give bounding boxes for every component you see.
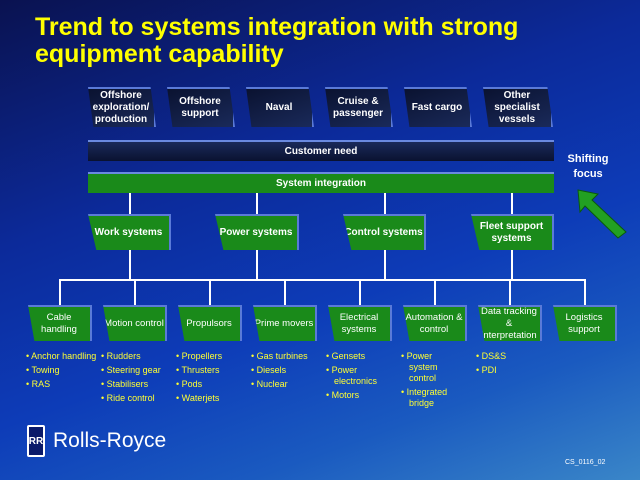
page-title: Trend to systems integration with strong… [35, 13, 519, 68]
list-item: Integrated bridge [401, 387, 461, 409]
slide-code: CS_0116_02 [565, 459, 606, 466]
connector [384, 250, 386, 280]
connector [359, 279, 361, 305]
system-box: Fleet support systems [471, 214, 554, 250]
list-item: Nuclear [251, 379, 326, 390]
connector [509, 279, 511, 305]
capability-box: Cable handling [28, 305, 92, 341]
system-box: Power systems [215, 214, 299, 250]
market-box: Cruise & passenger [325, 87, 393, 127]
connector [129, 250, 131, 280]
connector [584, 279, 586, 305]
capability-box: Propulsors [178, 305, 242, 341]
list-item: Motors [326, 390, 401, 401]
capability-list: Power system control Integrated bridge [401, 351, 461, 412]
connector [256, 193, 258, 214]
list-item: DS&S [476, 351, 551, 362]
system-box: Work systems [88, 214, 171, 250]
arrow-up-left-icon [577, 189, 627, 239]
list-item: Power system control [401, 351, 461, 384]
connector [434, 279, 436, 305]
list-item: Towing [26, 365, 101, 376]
list-item: RAS [26, 379, 101, 390]
list-item: Ride control [101, 393, 176, 404]
market-box: Other specialist vessels [483, 87, 553, 127]
tree-line [59, 279, 585, 281]
connector [209, 279, 211, 305]
list-item: Anchor handling [26, 351, 101, 362]
brand-name: Rolls-Royce [53, 429, 167, 452]
system-box: Control systems [343, 214, 426, 250]
list-item: Steering gear [101, 365, 176, 376]
system-integration-bar: System integration [88, 172, 554, 193]
capability-box: Data tracking & interpretation [478, 305, 542, 341]
connector [59, 279, 61, 305]
rolls-royce-logo: RR Rolls-Royce [27, 425, 166, 457]
capability-box: Logistics support [553, 305, 617, 341]
customer-need-bar: Customer need [88, 140, 554, 161]
list-item: Stabilisers [101, 379, 176, 390]
capability-list: Gensets Power electronics Motors [326, 351, 401, 404]
market-box: Offshore exploration/ production [88, 87, 156, 127]
connector [511, 193, 513, 214]
list-item: Gas turbines [251, 351, 326, 362]
capability-box: Automation & control [403, 305, 467, 341]
market-box: Offshore support [167, 87, 235, 127]
list-item: Pods [176, 379, 251, 390]
list-item: Power electronics [326, 365, 401, 387]
list-item: Waterjets [176, 393, 251, 404]
connector [384, 193, 386, 214]
market-box: Naval [246, 87, 314, 127]
shifting-focus-label: Shifting focus [567, 153, 609, 180]
market-box: Fast cargo [404, 87, 472, 127]
connector [129, 193, 131, 214]
connector [134, 279, 136, 305]
list-item: Rudders [101, 351, 176, 362]
connector [284, 279, 286, 305]
capability-list: Propellers Thrusters Pods Waterjets [176, 351, 251, 407]
list-item: Diesels [251, 365, 326, 376]
capability-list: Gas turbines Diesels Nuclear [251, 351, 326, 393]
rr-badge-icon: RR [27, 425, 45, 457]
list-item: Thrusters [176, 365, 251, 376]
list-item: PDI [476, 365, 551, 376]
capability-list: DS&S PDI [476, 351, 551, 379]
list-item: Gensets [326, 351, 401, 362]
connector [256, 250, 258, 280]
capability-box: Prime movers [253, 305, 317, 341]
capability-list: Rudders Steering gear Stabilisers Ride c… [101, 351, 176, 407]
capability-box: Motion control [103, 305, 167, 341]
capability-box: Electrical systems [328, 305, 392, 341]
capability-list: Anchor handling Towing RAS [26, 351, 101, 393]
connector [511, 250, 513, 280]
list-item: Propellers [176, 351, 251, 362]
